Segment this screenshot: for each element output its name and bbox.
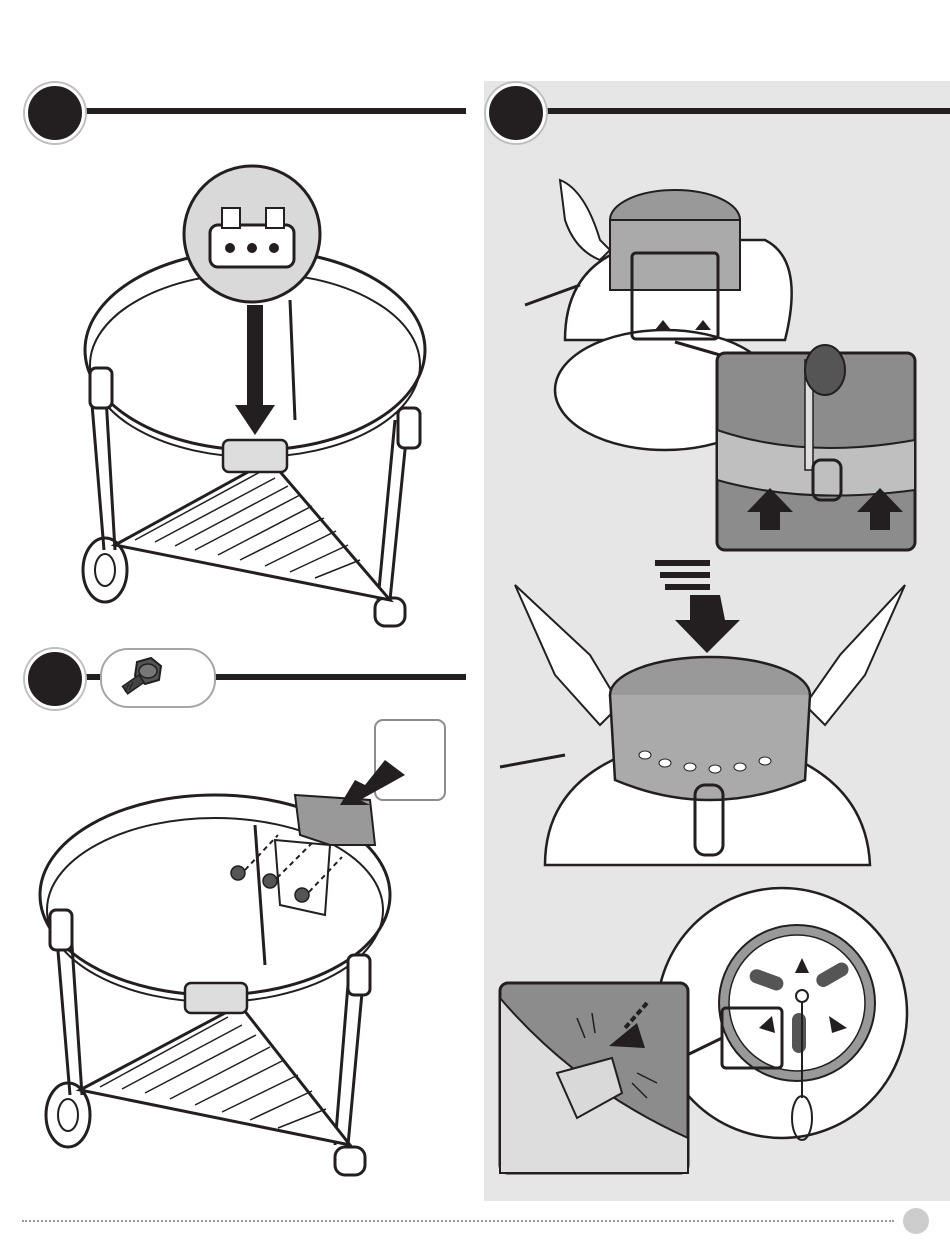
step-1-number xyxy=(25,83,85,143)
step-2-illustration xyxy=(30,715,470,1195)
bottom-shelf xyxy=(115,460,390,600)
down-arrow-icon xyxy=(235,405,275,435)
step-3-number xyxy=(486,83,546,143)
step-1-illustration xyxy=(60,150,520,650)
hex-bolt-icon xyxy=(115,652,175,702)
footer-dotted-rule xyxy=(22,1220,894,1222)
step-3-top-illustration xyxy=(505,160,925,570)
step-2-number xyxy=(25,649,85,709)
caster xyxy=(375,598,405,626)
page-number xyxy=(903,1208,929,1234)
tool-hook xyxy=(223,440,287,472)
step-3-rule xyxy=(540,108,950,114)
step-3-bottom-illustration xyxy=(497,888,917,1178)
step-3-middle-illustration xyxy=(495,555,915,865)
step-1-rule xyxy=(80,108,466,114)
